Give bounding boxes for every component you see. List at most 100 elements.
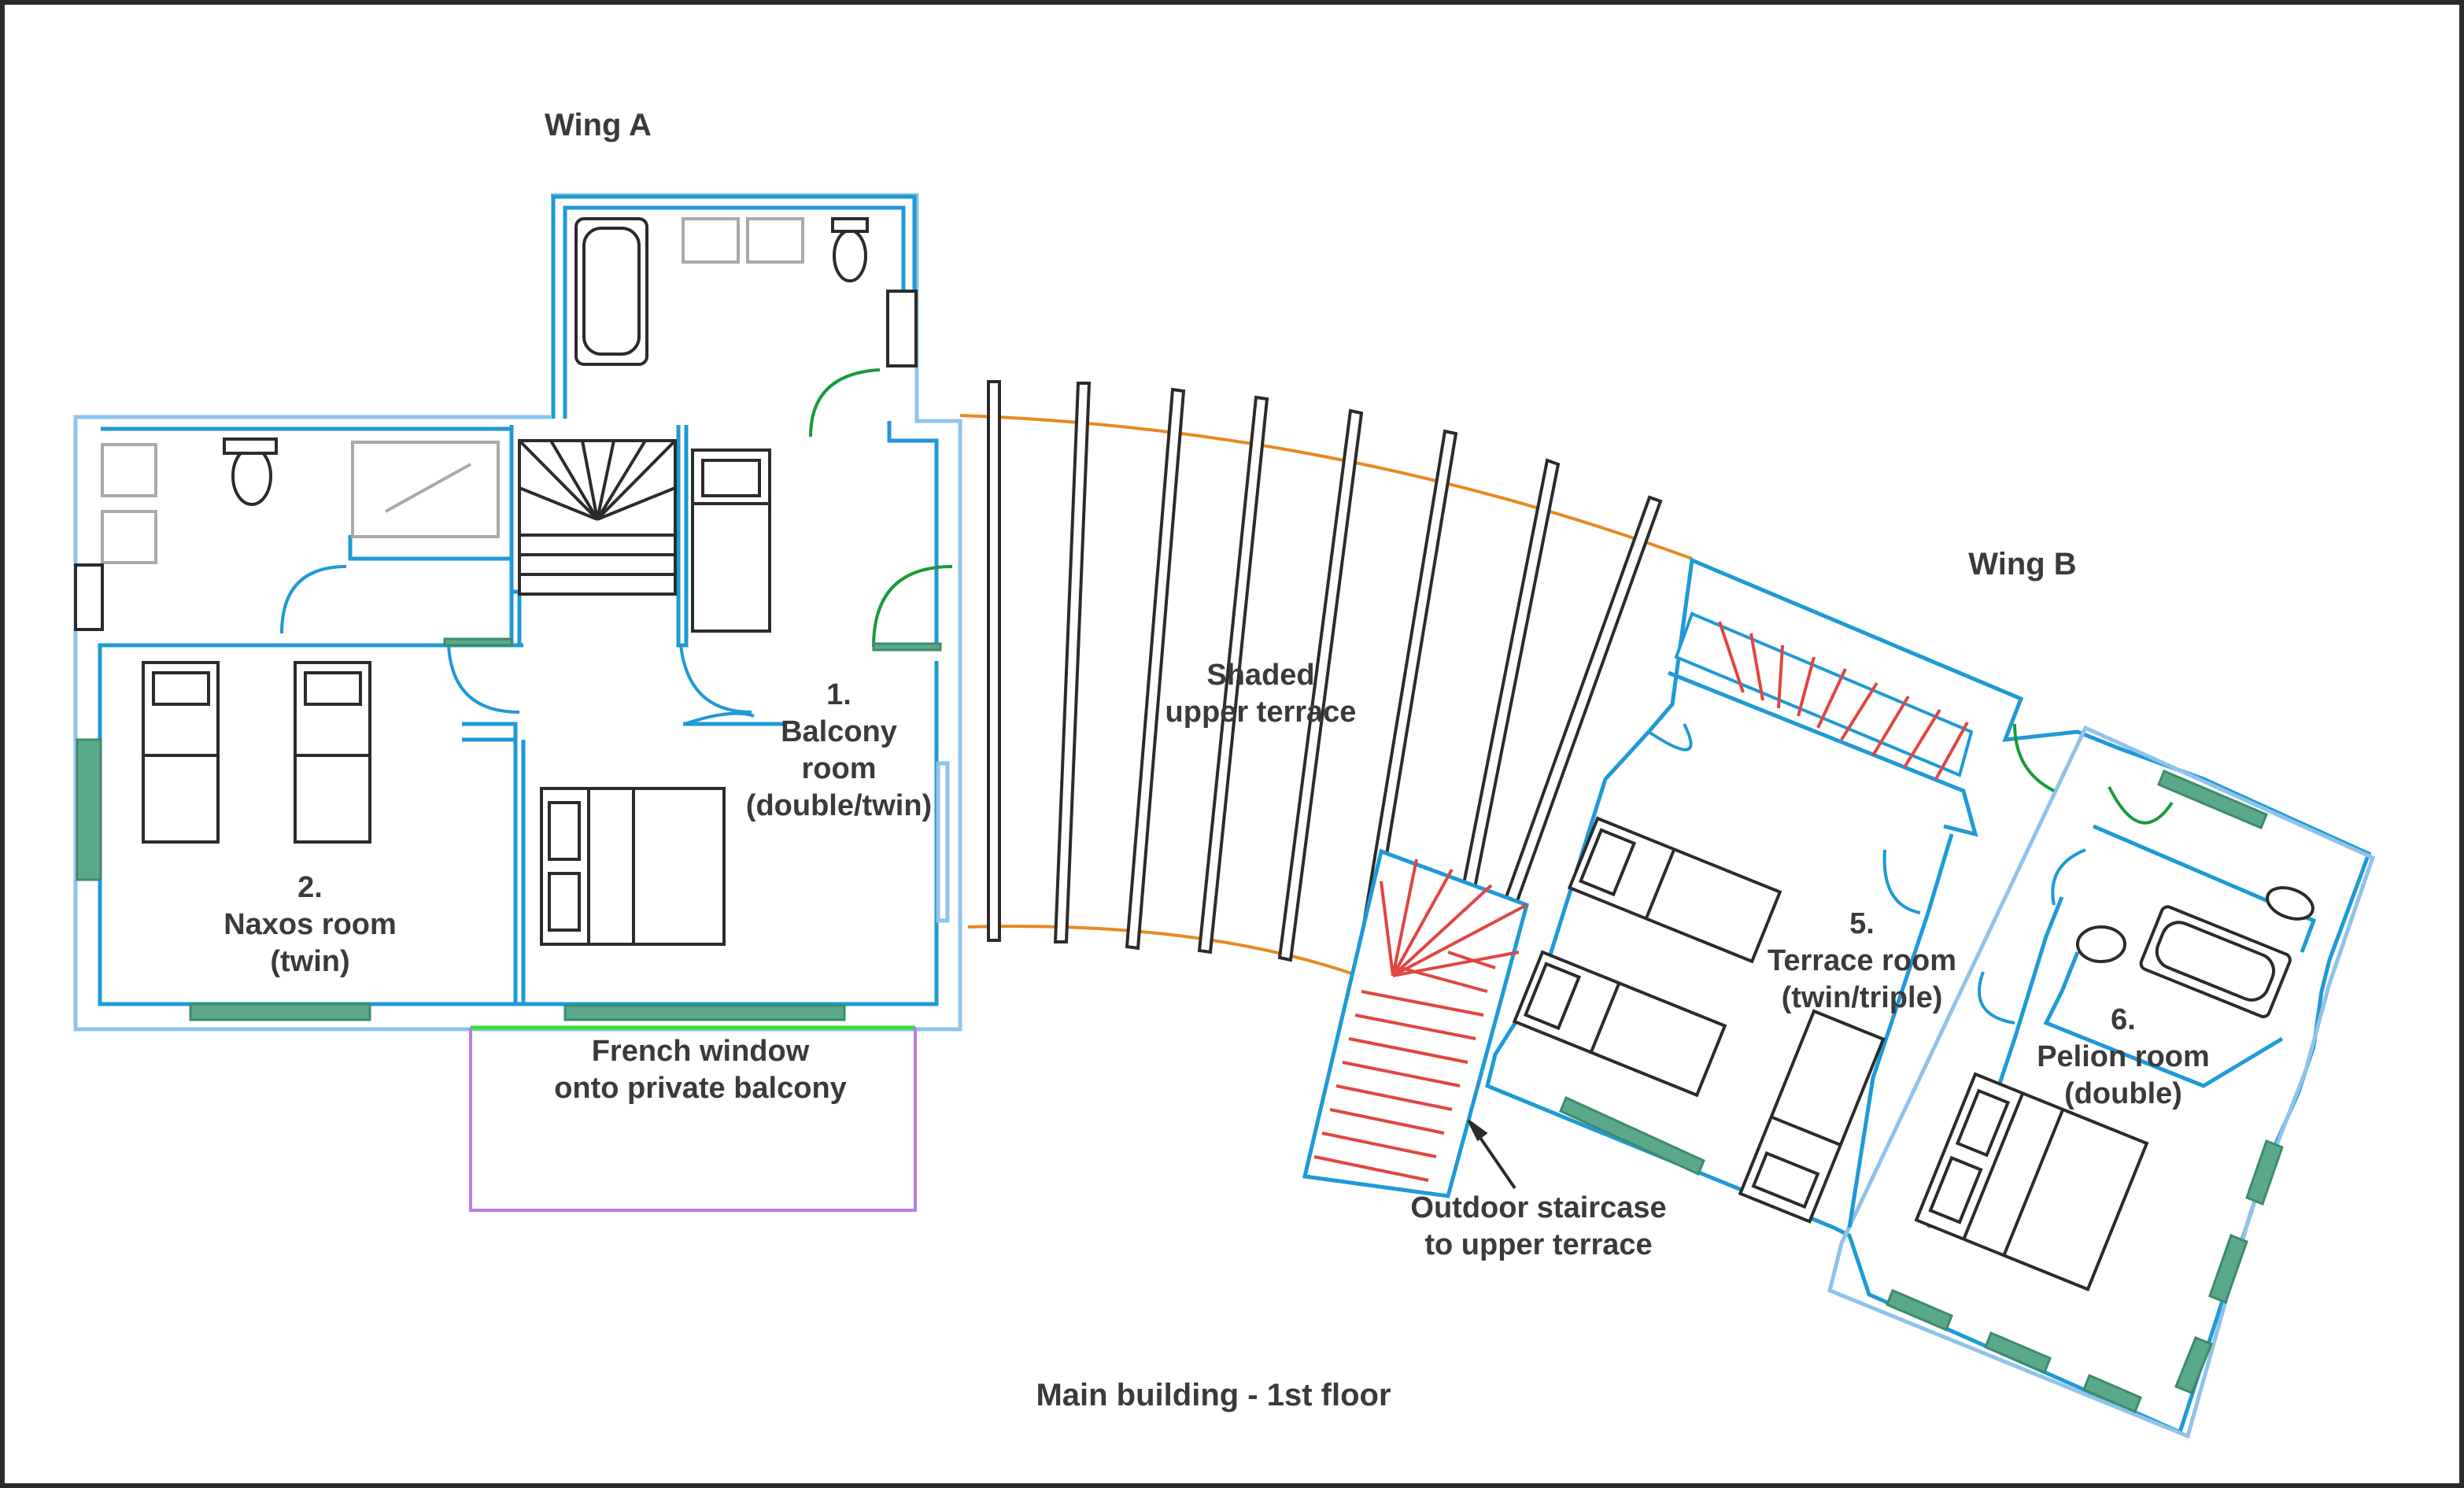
door-swing-wing-b-bath-2 [2108,786,2174,825]
radiator-icon-2 [74,563,104,631]
pelion-room-type: (double) [2064,1077,2182,1110]
window-pelion-south-2 [1984,1331,2052,1374]
wing-b-room-divider [1847,833,1954,1228]
sink-icon-3 [101,443,157,497]
shaded-terrace-label: Shaded [1206,659,1314,692]
door-swing-terrace-room [1647,723,1693,751]
wing-a-central-wall [513,661,939,1006]
naxos-room-name: Naxos room [223,908,397,941]
french-window [563,1004,846,1021]
internal-stair-treads [518,439,677,576]
french-window-label-2: onto private balcony [554,1072,847,1105]
wing-b-label: Wing B [1968,547,2076,582]
door-leaf-2 [872,642,942,652]
pelion-room-number: 6. [2111,1003,2136,1036]
balcony-room-name-2: room [802,752,877,785]
window-naxos-west [76,738,102,881]
pelion-room-name: Pelion room [2037,1040,2210,1073]
pergola-top-edge [959,414,1693,560]
pillow-balcony-2 [548,872,581,932]
window-terrace-room [1559,1095,1705,1176]
shower-drain-line [385,463,471,513]
window-pelion-1 [2245,1139,2284,1206]
balcony-room-type: (double/twin) [746,789,932,822]
wing-a-upper-bath-inner [563,205,906,419]
wing-a-wall-column [676,425,689,648]
wing-a-hall-wall [462,722,518,742]
window-balcony-east [936,761,950,923]
sink-icon [682,217,740,264]
door-swing-terrace [872,565,953,648]
bathtub-icon-2 [2139,905,2292,1018]
radiator-icon [886,290,918,367]
pergola-beams [987,380,1663,995]
bed-pelion [1914,1072,2149,1292]
toilet-icon-2 [231,446,272,506]
sink-icon-5 [2076,925,2126,963]
bathtub-inner-icon [582,227,641,356]
bed-terrace-2 [1512,950,1727,1098]
window-pelion-south-1 [1886,1289,1953,1331]
window-naxos-south [189,1002,371,1021]
shaded-terrace [959,380,1693,995]
pergola-beam [1277,408,1364,962]
private-balcony-outline [469,1028,917,1212]
shaded-terrace-label-2: upper terrace [1166,696,1357,729]
pergola-beam [1125,387,1186,951]
door-leaf [443,637,513,647]
door-swing-lower-bath [280,565,347,634]
sink-icon-2 [746,217,804,264]
wing-a-outer-wall [73,193,962,1032]
staircase-arrow-head [1467,1119,1488,1142]
door-swing-upper-bath [809,368,881,438]
toilet-tank-icon [831,217,869,233]
bed-terrace-3 [1738,1009,1886,1224]
wing-b-bath-inner [2043,951,2284,1088]
toilet-icon [833,229,867,282]
door-swing-pelion-2 [2051,848,2086,906]
terrace-room-name: Terrace room [1768,944,1956,977]
wing-a-upper-bath-wall [551,194,917,419]
wing-a [73,193,962,1212]
pergola-beam [987,380,1001,942]
balcony-room-number: 1. [826,678,852,711]
window-pelion-3 [2174,1336,2213,1394]
balcony-room-name: Balcony [781,715,897,748]
door-swing-balcony [679,644,752,714]
window-bath-wing-b [2157,770,2268,829]
terrace-room-number: 5. [1849,907,1875,940]
wing-b-bath-wall [2093,824,2317,953]
outdoor-staircase-label: Outdoor staircase [1410,1191,1666,1224]
pillow-balcony-1 [548,801,581,861]
naxos-room-type: (twin) [270,945,349,978]
wardrobe-shelf [701,459,761,497]
wing-a-label: Wing A [545,108,652,142]
wing-b [1302,557,2376,1439]
pillow-naxos-2 [304,671,362,706]
outdoor-staircase-label-2: to upper terrace [1424,1228,1652,1261]
door-swing-pelion [1978,971,2015,1025]
door-swing-naxos [447,644,520,714]
door-swing-wing-b-bath [2013,723,2055,792]
door-swing-terrace-room-2 [1882,849,1921,914]
outdoor-staircase [1302,848,1530,1198]
wing-b-outer-wall-light [1827,725,2376,1439]
french-window-label: French window [592,1035,810,1068]
door-swing-hall [684,711,755,726]
wing-b-indoor-stairs [1674,611,1974,780]
toilet-tank-icon-2 [223,438,278,455]
wing-b-stair-wall [1668,670,1978,837]
sink-icon-4 [101,510,157,564]
bed-terrace-1 [1567,816,1782,964]
pergola-beam [1197,395,1269,954]
wing-a-corridor-wall [348,535,512,561]
floor-caption: Main building - 1st floor [1036,1378,1391,1412]
window-pelion-2 [2208,1234,2248,1304]
pergola-bottom-edge [967,925,1354,976]
naxos-room-number: 2. [297,871,323,904]
pergola-beam [1053,382,1092,943]
toilet-icon-3 [2266,886,2314,921]
terrace-room-type: (twin/triple) [1782,981,1943,1014]
